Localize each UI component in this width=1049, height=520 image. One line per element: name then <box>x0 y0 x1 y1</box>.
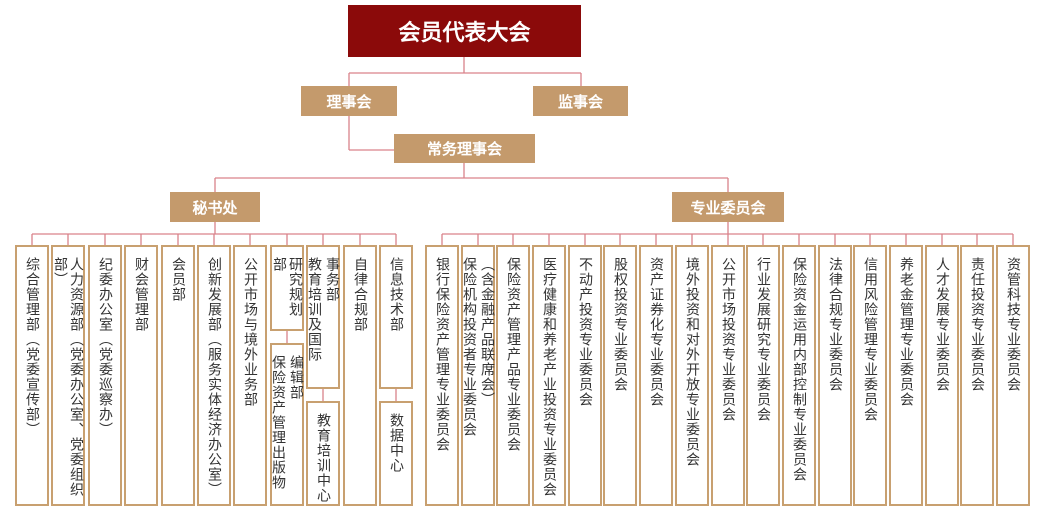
department-box: 人力资源部（党委办公室、党委组织部） <box>51 245 85 506</box>
box-label: 养老金管理专业委员会 <box>898 257 914 407</box>
box-label: 股权投资专业委员会 <box>612 257 628 392</box>
committee-box: 养老金管理专业委员会 <box>889 245 923 506</box>
box-label: （含金融产品联席会） <box>479 257 495 407</box>
sub-unit-box: 编辑部保险资产管理出版物 <box>270 343 304 506</box>
node-secretariat: 秘书处 <box>170 192 260 222</box>
committee-box: 人才发展专业委员会 <box>925 245 959 506</box>
box-label: 银行保险资产管理专业委员会 <box>434 257 450 452</box>
box-label: 责任投资专业委员会 <box>969 257 985 392</box>
box-label: 综合管理部（党委宣传部） <box>24 257 40 437</box>
committee-box: 不动产投资专业委员会 <box>568 245 602 506</box>
box-label: 研究规划部 <box>271 257 303 317</box>
box-label: 创新发展部（服务实体经济办公室） <box>206 257 222 497</box>
box-label: 人才发展专业委员会 <box>934 257 950 392</box>
node-committees: 专业委员会 <box>672 192 784 222</box>
committee-box: 资产证券化专业委员会 <box>639 245 673 506</box>
committee-box: 资管科技专业委员会 <box>996 245 1030 506</box>
node-supervisors: 监事会 <box>533 86 628 116</box>
box-label: 保险机构投资者专业委员会 <box>461 257 477 437</box>
committee-box: 医疗健康和养老产业投资专业委员会 <box>532 245 566 506</box>
box-label: 保险资产管理产品专业委员会 <box>505 257 521 452</box>
box-label: 公开市场与境外业务部 <box>242 257 258 407</box>
node-council: 理事会 <box>301 86 397 116</box>
committee-box: 责任投资专业委员会 <box>960 245 994 506</box>
committee-box: 保险资金运用内部控制专业委员会 <box>782 245 816 506</box>
box-label: 保险资产管理出版物 <box>270 355 286 490</box>
box-label: 事务部 <box>324 257 340 302</box>
department-box: 综合管理部（党委宣传部） <box>15 245 49 506</box>
box-label: 资管科技专业委员会 <box>1005 257 1021 392</box>
box-label: 自律合规部 <box>352 257 368 332</box>
department-box: 信息技术部 <box>379 245 413 389</box>
box-label: 保险资金运用内部控制专业委员会 <box>791 257 807 482</box>
committee-box: 公开市场投资专业委员会 <box>711 245 745 506</box>
sub-unit-box: 数据中心 <box>379 401 413 506</box>
box-label: 资产证券化专业委员会 <box>648 257 664 407</box>
box-label: 编辑部 <box>288 355 304 400</box>
department-box: 自律合规部 <box>343 245 377 506</box>
department-box: 会员部 <box>161 245 195 506</box>
node-standing-council: 常务理事会 <box>394 134 535 163</box>
committee-box: 银行保险资产管理专业委员会 <box>425 245 459 506</box>
box-label: 行业发展研究专业委员会 <box>755 257 771 422</box>
box-label: 纪委办公室（党委巡察办） <box>97 257 113 437</box>
box-label: 教育培训中心 <box>315 413 331 503</box>
box-label: 会员部 <box>170 257 186 302</box>
committee-box: 保险资产管理产品专业委员会 <box>496 245 530 506</box>
committee-box: 境外投资和对外开放专业委员会 <box>675 245 709 506</box>
committee-box: 信用风险管理专业委员会 <box>853 245 887 506</box>
box-label: 人力资源部（党委办公室、党委组织部） <box>52 257 84 497</box>
box-label: 财会管理部 <box>133 257 149 332</box>
box-label: 公开市场投资专业委员会 <box>720 257 736 422</box>
box-label: 数据中心 <box>388 413 404 473</box>
department-box: 事务部教育培训及国际 <box>306 245 340 389</box>
box-label: 医疗健康和养老产业投资专业委员会 <box>541 257 557 497</box>
box-label: 法律合规专业委员会 <box>827 257 843 392</box>
committee-box: 法律合规专业委员会 <box>818 245 852 506</box>
box-label: 教育培训及国际 <box>306 257 322 362</box>
committee-box: （含金融产品联席会）保险机构投资者专业委员会 <box>461 245 495 506</box>
department-box: 创新发展部（服务实体经济办公室） <box>197 245 231 506</box>
department-box: 研究规划部 <box>270 245 304 331</box>
sub-unit-box: 教育培训中心 <box>306 401 340 506</box>
department-box: 财会管理部 <box>124 245 158 506</box>
box-label: 信用风险管理专业委员会 <box>862 257 878 422</box>
node-general-assembly: 会员代表大会 <box>348 5 581 57</box>
department-box: 公开市场与境外业务部 <box>233 245 267 506</box>
committee-box: 股权投资专业委员会 <box>603 245 637 506</box>
committee-box: 行业发展研究专业委员会 <box>746 245 780 506</box>
box-label: 不动产投资专业委员会 <box>577 257 593 407</box>
box-label: 境外投资和对外开放专业委员会 <box>684 257 700 467</box>
department-box: 纪委办公室（党委巡察办） <box>88 245 122 506</box>
box-label: 信息技术部 <box>388 257 404 332</box>
